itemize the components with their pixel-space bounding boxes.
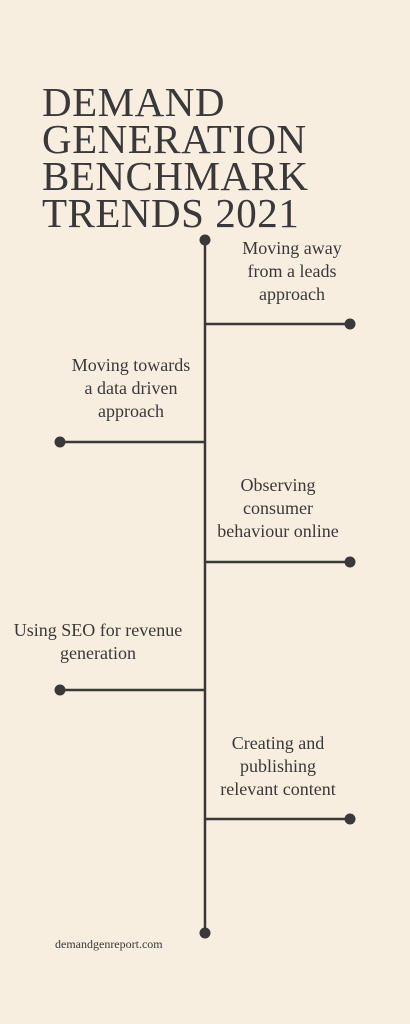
timeline-start-dot xyxy=(199,234,211,246)
footer-source: demandgenreport.com xyxy=(55,937,163,951)
timeline-item-5-text: Creating and publishing relevant content xyxy=(220,733,336,799)
branch-dot xyxy=(344,556,356,568)
timeline-item-1-text: Moving away from a leads approach xyxy=(242,238,342,304)
branch-dot xyxy=(54,684,66,696)
title-line-3: BENCHMARK xyxy=(42,153,309,199)
timeline-branch-1 xyxy=(205,318,356,330)
title-line-1: DEMAND xyxy=(42,79,225,125)
branch-dot xyxy=(344,813,356,825)
title-word-trends: TRENDS xyxy=(42,190,205,236)
page-title: DEMAND GENERATION BENCHMARK TRENDS 2021 xyxy=(42,79,402,234)
title-line-4: TRENDS 2021 xyxy=(42,193,402,234)
timeline-branch-5 xyxy=(205,813,356,825)
timeline-end-dot xyxy=(199,927,211,939)
timeline-branch-4 xyxy=(54,684,205,696)
timeline-item-4-text: Using SEO for revenue generation xyxy=(13,620,183,663)
title-line-2: GENERATION xyxy=(42,116,307,162)
branch-dot xyxy=(54,436,66,448)
branch-dot xyxy=(344,318,356,330)
timeline-item-3-text: Observing consumer behaviour online xyxy=(217,475,339,541)
title-year: 2021 xyxy=(215,190,300,236)
timeline-item-2-text: Moving towards a data driven approach xyxy=(71,355,191,421)
timeline-branch-3 xyxy=(205,556,356,568)
timeline-branch-2 xyxy=(54,436,205,448)
